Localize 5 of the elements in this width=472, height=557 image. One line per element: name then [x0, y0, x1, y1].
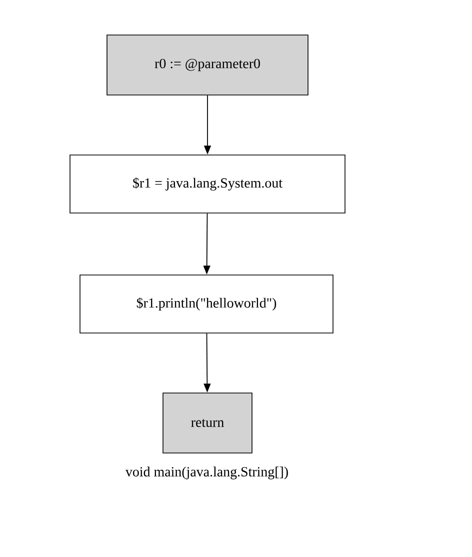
- process-box: $r1 = java.lang.System.out: [70, 154, 346, 214]
- process-box: $r1.println("helloworld"): [80, 274, 334, 334]
- caption: void main(java.lang.String[]): [125, 466, 288, 480]
- process-box: r0 := @parameter0: [106, 34, 308, 96]
- process-box: return: [162, 392, 252, 454]
